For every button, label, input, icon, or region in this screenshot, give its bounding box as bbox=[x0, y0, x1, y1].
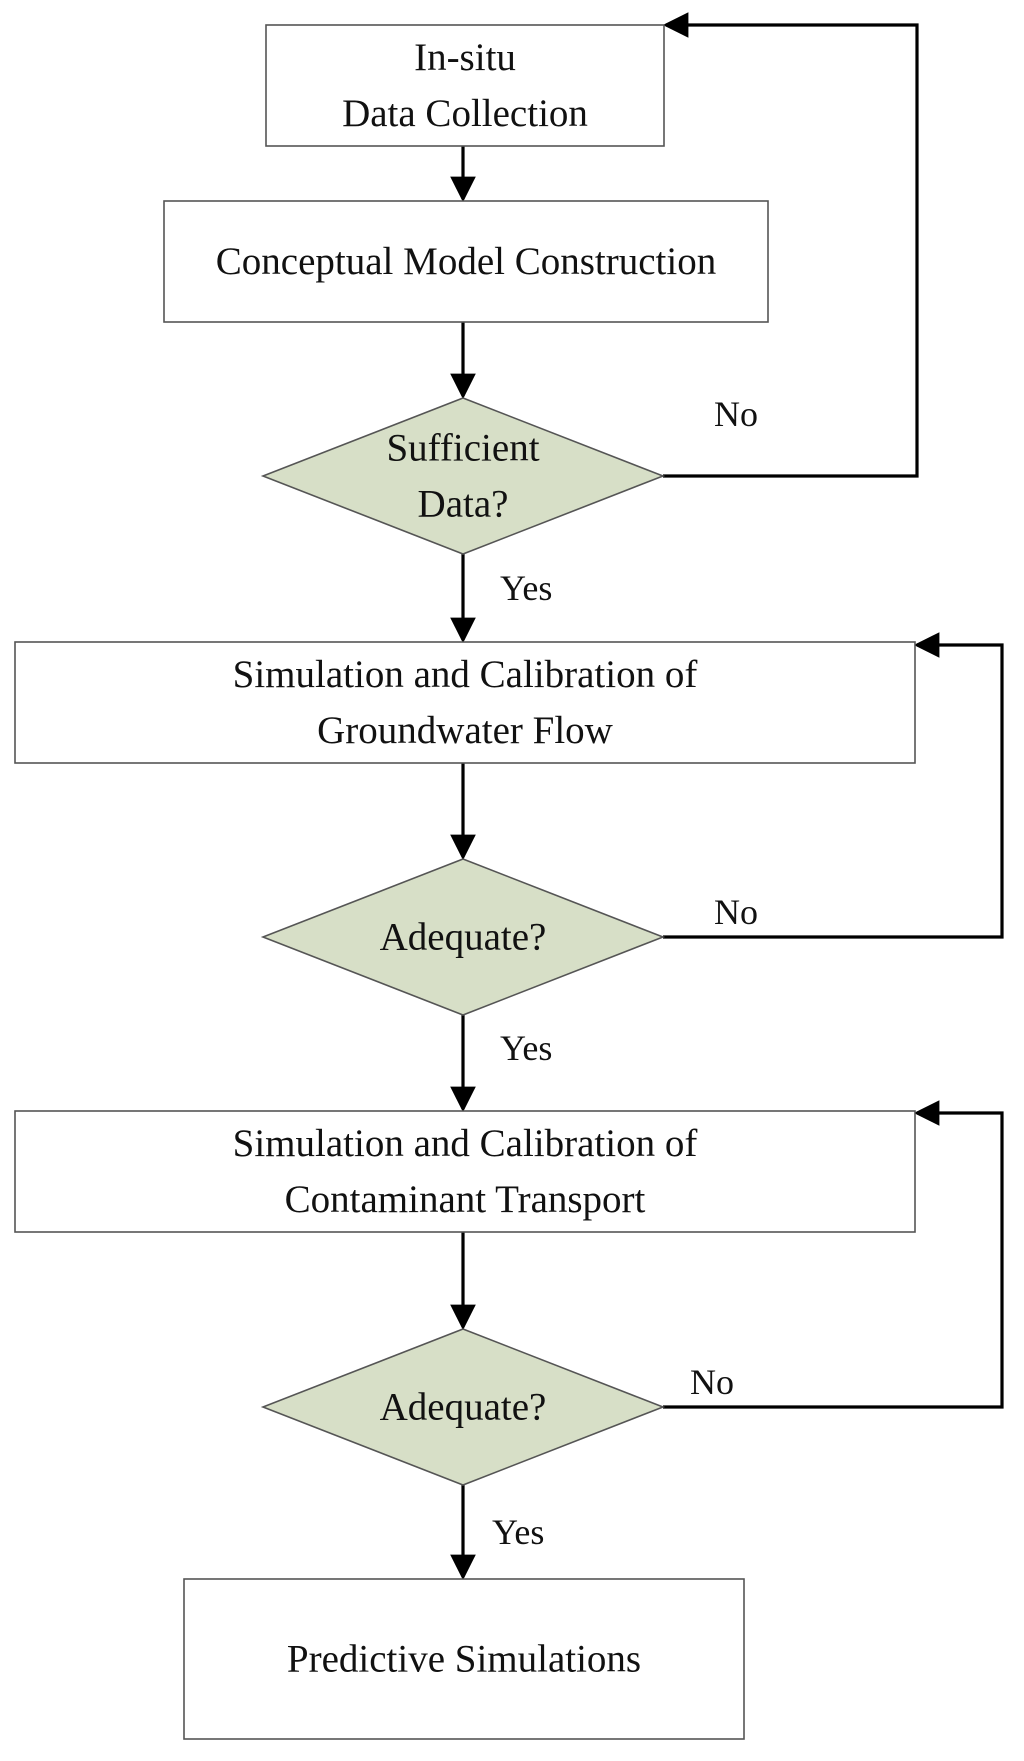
contaminant-transport-box bbox=[14, 1110, 916, 1233]
sufficient-data-text-line: Data? bbox=[418, 483, 509, 526]
edge-label-yes: Yes bbox=[492, 1512, 544, 1552]
edge-label-no: No bbox=[714, 892, 758, 932]
edge-sufficient-data-to-data-collection bbox=[662, 12, 919, 478]
data-collection-text-line: In-situ bbox=[414, 36, 516, 79]
edge-adequate-transport-to-contaminant-transport bbox=[663, 1100, 1004, 1409]
conceptual-model-text-line: Conceptual Model Construction bbox=[216, 240, 716, 283]
edge-label-yes: Yes bbox=[500, 1028, 552, 1068]
conceptual-model-node: Conceptual Model Construction bbox=[163, 200, 769, 323]
adequate-transport-node: Adequate? bbox=[260, 1328, 666, 1486]
contaminant-transport-text-line: Contaminant Transport bbox=[285, 1178, 646, 1221]
predictive-text-line: Predictive Simulations bbox=[287, 1638, 641, 1681]
contaminant-transport-node: Simulation and Calibration of Contaminant… bbox=[14, 1110, 916, 1233]
data-collection-text-line: Data Collection bbox=[342, 92, 588, 135]
data-collection-box bbox=[265, 24, 665, 147]
contaminant-transport-text-line: Simulation and Calibration of bbox=[233, 1122, 698, 1165]
adequate-transport-text-line: Adequate? bbox=[380, 1386, 547, 1429]
groundwater-flow-text-line: Simulation and Calibration of bbox=[233, 653, 698, 696]
edge-adequate-flow-to-groundwater-flow bbox=[663, 632, 1004, 939]
edge-label-yes: Yes bbox=[500, 568, 552, 608]
edge-label-no: No bbox=[690, 1362, 734, 1402]
conceptual-model-box bbox=[163, 200, 769, 323]
groundwater-flow-text-line: Groundwater Flow bbox=[317, 709, 613, 752]
predictive-box bbox=[183, 1578, 745, 1740]
adequate-flow-node: Adequate? bbox=[260, 858, 666, 1016]
predictive-node: Predictive Simulations bbox=[183, 1578, 745, 1740]
groundwater-flow-box bbox=[14, 641, 916, 764]
adequate-flow-text-line: Adequate? bbox=[380, 916, 547, 959]
sufficient-data-text-line: Sufficient bbox=[386, 427, 539, 470]
adequate-flow-diamond bbox=[260, 858, 666, 1016]
groundwater-flow-node: Simulation and Calibration of Groundwater… bbox=[14, 641, 916, 764]
sufficient-data-diamond bbox=[260, 397, 666, 555]
adequate-transport-diamond bbox=[260, 1328, 666, 1486]
edge-label-no: No bbox=[714, 394, 758, 434]
